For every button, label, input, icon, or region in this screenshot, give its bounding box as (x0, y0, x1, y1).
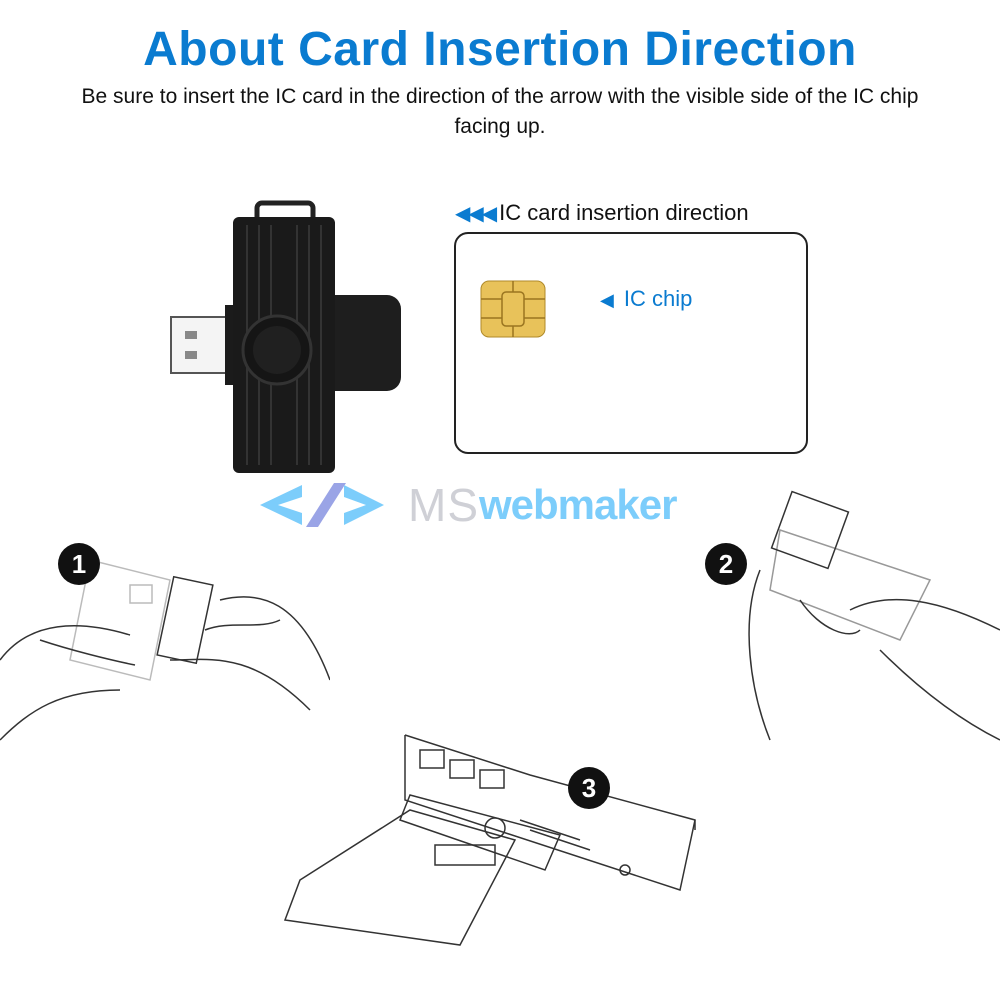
ic-chip-icon (480, 280, 546, 338)
usb-card-reader-image (170, 200, 401, 473)
step-1-hands-illustration (0, 559, 330, 741)
step-2-badge: 2 (705, 543, 747, 585)
insertion-direction-label: ◀◀◀ IC card insertion direction (455, 200, 749, 226)
direction-text: IC card insertion direction (499, 200, 749, 225)
ic-chip-label: ◀ IC chip (600, 286, 692, 312)
direction-arrows-icon: ◀◀◀ (455, 202, 497, 225)
logo-webmaker: webmaker (479, 481, 677, 528)
ic-card-outline (454, 232, 808, 454)
code-brackets-icon (260, 483, 384, 527)
step-2-hands-illustration (748, 490, 1000, 741)
watermark-logo: MS webmaker (256, 478, 677, 532)
page-subtitle: Be sure to insert the IC card in the dir… (81, 85, 919, 138)
step-3-badge: 3 (568, 767, 610, 809)
step-3-laptop-illustration (283, 734, 696, 946)
logo-ms: MS (408, 479, 479, 531)
chip-arrow-icon: ◀ (600, 290, 614, 310)
chip-label-text: IC chip (623, 286, 693, 311)
page-title: About Card Insertion Direction (143, 23, 857, 76)
step-1-badge: 1 (58, 543, 100, 585)
